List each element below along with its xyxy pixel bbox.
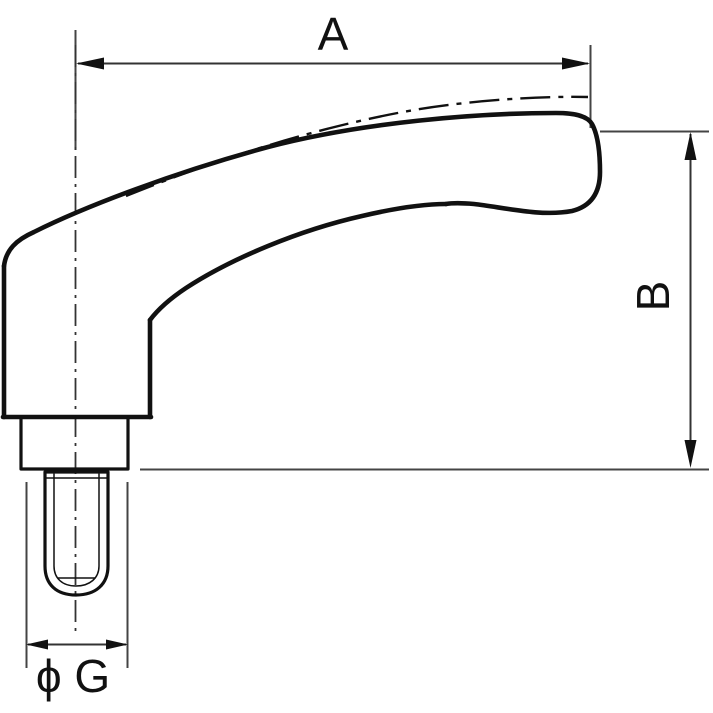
collar	[19, 416, 130, 471]
arrowhead-a-right	[562, 57, 590, 70]
dimension-label-b: B	[627, 281, 679, 312]
dimension-g: ϕ G	[26, 639, 128, 702]
hub	[0, 263, 154, 420]
handle-under-profile	[147, 201, 449, 323]
arrowhead-a-left	[76, 57, 104, 70]
dimension-a: A	[76, 8, 590, 70]
dimension-label-a: A	[318, 8, 349, 60]
arrowhead-g-left	[26, 639, 48, 650]
arrowhead-b-top	[684, 132, 697, 160]
arrowhead-b-bottom	[684, 440, 697, 468]
dimension-b: B	[627, 132, 697, 468]
arrowhead-g-right	[106, 639, 128, 650]
handle-top-profile	[1, 110, 603, 269]
stud-crest-outline	[43, 470, 110, 597]
threaded-stud	[43, 470, 110, 597]
dimension-label-g: ϕ G	[36, 650, 110, 702]
handle-arm	[1, 110, 603, 323]
collar-outline	[19, 416, 130, 471]
extension-lines	[25, 30, 709, 668]
stud-root-outline	[53, 473, 100, 587]
